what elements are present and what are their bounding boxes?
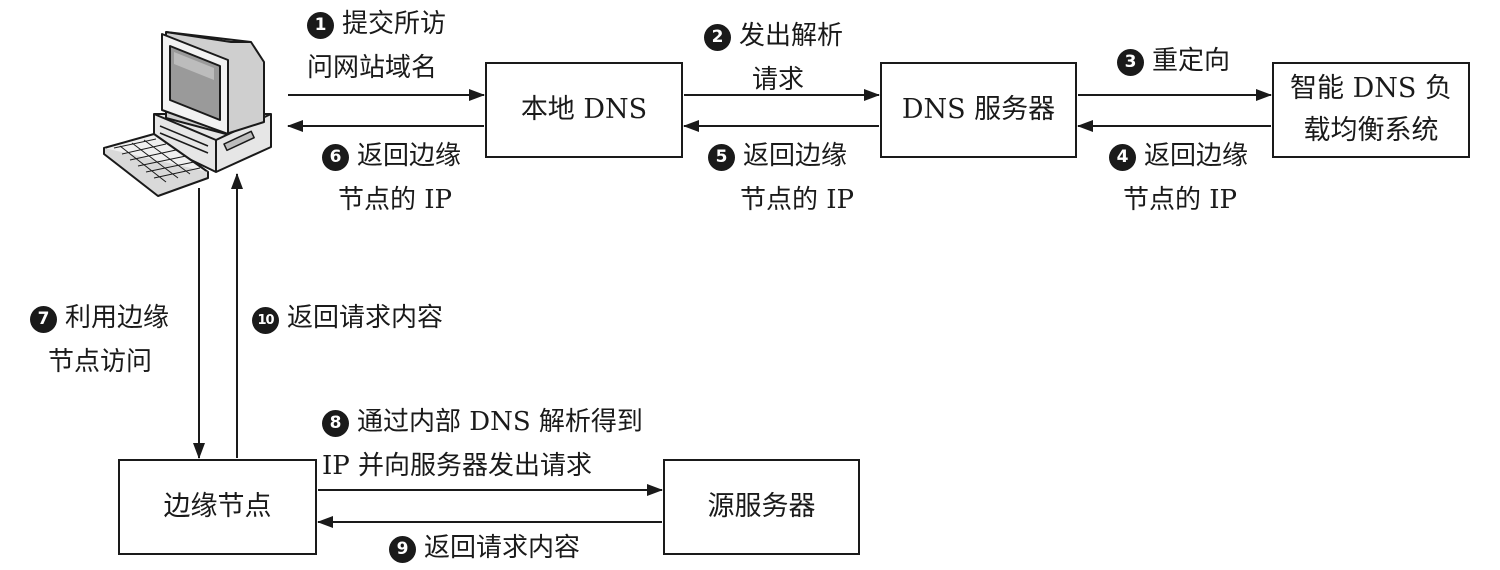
- step-6-label: 6 返回边缘 节点的 IP: [322, 134, 461, 222]
- step-4-label: 4 返回边缘 节点的 IP: [1109, 134, 1248, 222]
- step-3-label: 3 重定向: [1117, 39, 1230, 83]
- step-4-text-line1: 返回边缘: [1144, 141, 1249, 171]
- step-3-text-line1: 重定向: [1152, 46, 1231, 76]
- step-2-label: 2 发出解析 请求: [704, 14, 843, 102]
- step-1-badge: 1: [307, 12, 334, 39]
- step-5-text-line1: 返回边缘: [743, 141, 848, 171]
- step-7-text-line1: 利用边缘: [65, 303, 170, 333]
- step-9-label: 9 返回请求内容: [389, 526, 580, 570]
- step-8-badge: 8: [322, 410, 349, 437]
- step-3-badge: 3: [1117, 49, 1144, 76]
- dns-server-box: DNS 服务器: [880, 62, 1077, 158]
- edge-node-box: 边缘节点: [118, 459, 317, 555]
- step-10-badge: 10: [252, 307, 279, 334]
- desktop-computer-icon: [103, 31, 272, 197]
- step-4-badge: 4: [1109, 144, 1136, 171]
- gslb-label-line1: 智能 DNS 负: [1290, 73, 1452, 104]
- step-1-text-line2: 问网站域名: [307, 53, 438, 83]
- step-6-text-line2: 节点的 IP: [338, 185, 453, 215]
- edge-node-label: 边缘节点: [163, 491, 272, 522]
- gslb-box: 智能 DNS 负 载均衡系统: [1272, 62, 1470, 158]
- step-6-text-line1: 返回边缘: [357, 141, 462, 171]
- gslb-label-line2: 载均衡系统: [1303, 115, 1439, 146]
- step-10-label: 10 返回请求内容: [252, 296, 443, 340]
- step-8-text-line2: IP 并向服务器发出请求: [322, 451, 593, 481]
- step-9-text-line1: 返回请求内容: [424, 533, 581, 563]
- step-2-text-line2: 请求: [752, 65, 805, 95]
- step-4-text-line2: 节点的 IP: [1123, 185, 1238, 215]
- step-2-badge: 2: [704, 24, 731, 51]
- step-1-text-line1: 提交所访: [342, 9, 447, 39]
- step-5-text-line2: 节点的 IP: [740, 185, 855, 215]
- step-8-text-line1: 通过内部 DNS 解析得到: [357, 407, 643, 437]
- step-5-badge: 5: [708, 144, 735, 171]
- step-2-text-line1: 发出解析: [739, 21, 844, 51]
- step-7-badge: 7: [30, 306, 57, 333]
- step-1-label: 1 提交所访 问网站域名: [307, 2, 446, 90]
- dns-server-label: DNS 服务器: [901, 94, 1056, 125]
- step-7-text-line2: 节点访问: [48, 347, 153, 377]
- local-dns-label: 本地 DNS: [520, 94, 648, 125]
- origin-server-box: 源服务器: [663, 459, 860, 555]
- step-6-badge: 6: [322, 144, 349, 171]
- step-10-text-line1: 返回请求内容: [287, 303, 444, 333]
- step-5-label: 5 返回边缘 节点的 IP: [708, 134, 854, 222]
- step-8-label: 8 通过内部 DNS 解析得到 IP 并向服务器发出请求: [322, 400, 643, 488]
- local-dns-box: 本地 DNS: [485, 62, 683, 158]
- step-9-badge: 9: [389, 536, 416, 563]
- step-7-label: 7 利用边缘 节点访问: [30, 296, 169, 384]
- origin-server-label: 源服务器: [707, 491, 816, 522]
